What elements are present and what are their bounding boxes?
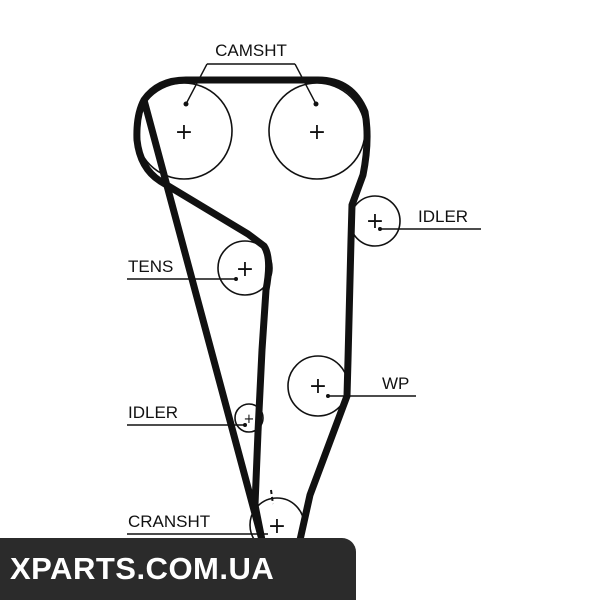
tensioner-label: TENS (128, 257, 173, 276)
idler-left-label: IDLER (128, 403, 178, 422)
watermark-text: XPARTS.COM.UA (10, 551, 275, 586)
idler-left-center-mark: + (244, 412, 255, 427)
idler-right-leader-dot (378, 227, 382, 231)
idler-left-leader-dot (243, 423, 247, 427)
water-pump-center-mark: + (309, 374, 327, 399)
water-pump-leader-dot (326, 394, 330, 398)
water-pump-label: WP (382, 374, 409, 393)
crankshaft-label: CRANSHT (128, 512, 210, 531)
camshaft-left-leader (185, 63, 208, 105)
crankshaft-timing-mark (270, 489, 274, 505)
camshaft-right-center-mark: + (308, 120, 326, 145)
idler-right-label: IDLER (418, 207, 468, 226)
timing-belt (133, 76, 371, 544)
camshaft-left-center-mark: + (175, 120, 193, 145)
watermark-banner: XPARTS.COM.UA (0, 538, 356, 600)
camshaft-right-leader (294, 63, 317, 105)
tensioner-center-mark: + (236, 257, 254, 282)
crankshaft-center-mark: + (268, 514, 286, 539)
tensioner-leader-dot (234, 277, 238, 281)
idler-pulley-left (234, 403, 264, 433)
camshaft-label: CAMSHT (215, 41, 287, 60)
